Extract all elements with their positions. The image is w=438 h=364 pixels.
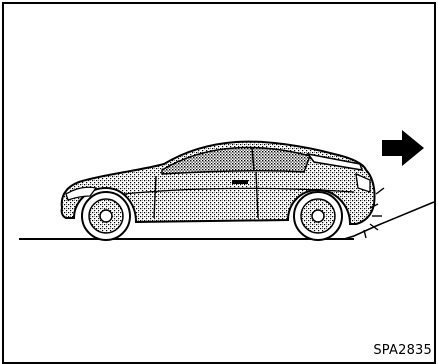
figure-code: SPA2835	[373, 343, 432, 358]
front-wheel	[82, 192, 130, 240]
door-handle	[232, 180, 248, 184]
car-windows	[162, 147, 310, 174]
car-illustration	[4, 4, 434, 362]
direction-arrow-icon	[382, 130, 424, 166]
rear-wheel	[294, 192, 342, 240]
